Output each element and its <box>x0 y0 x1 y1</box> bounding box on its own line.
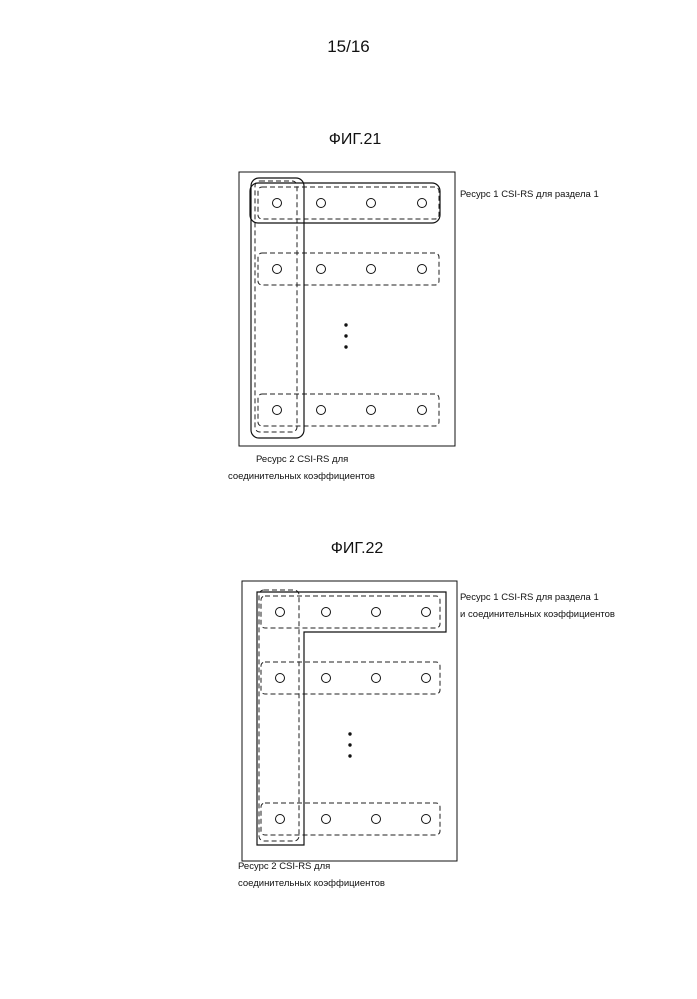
row-group-dashed <box>261 596 440 628</box>
row-group-dashed <box>261 803 440 835</box>
antenna-element <box>276 608 285 617</box>
antenna-element <box>372 815 381 824</box>
antenna-element <box>322 608 331 617</box>
antenna-element <box>276 815 285 824</box>
ellipsis-dot <box>348 754 351 757</box>
row-group-dashed <box>261 662 440 694</box>
antenna-element <box>422 674 431 683</box>
resource-1-outline <box>257 592 446 845</box>
antenna-element <box>276 674 285 683</box>
ellipsis-dot <box>348 743 351 746</box>
antenna-element <box>422 815 431 824</box>
figure-22-diagram <box>0 0 697 900</box>
antenna-element <box>422 608 431 617</box>
antenna-element <box>372 608 381 617</box>
ellipsis-dot <box>348 732 351 735</box>
resource-1-label: Ресурс 1 CSI-RS для раздела 1 и соединит… <box>460 589 615 623</box>
antenna-element <box>322 815 331 824</box>
antenna-element <box>322 674 331 683</box>
antenna-element <box>372 674 381 683</box>
resource-2-label: Ресурс 2 CSI-RS для соединительных коэфф… <box>238 858 385 892</box>
